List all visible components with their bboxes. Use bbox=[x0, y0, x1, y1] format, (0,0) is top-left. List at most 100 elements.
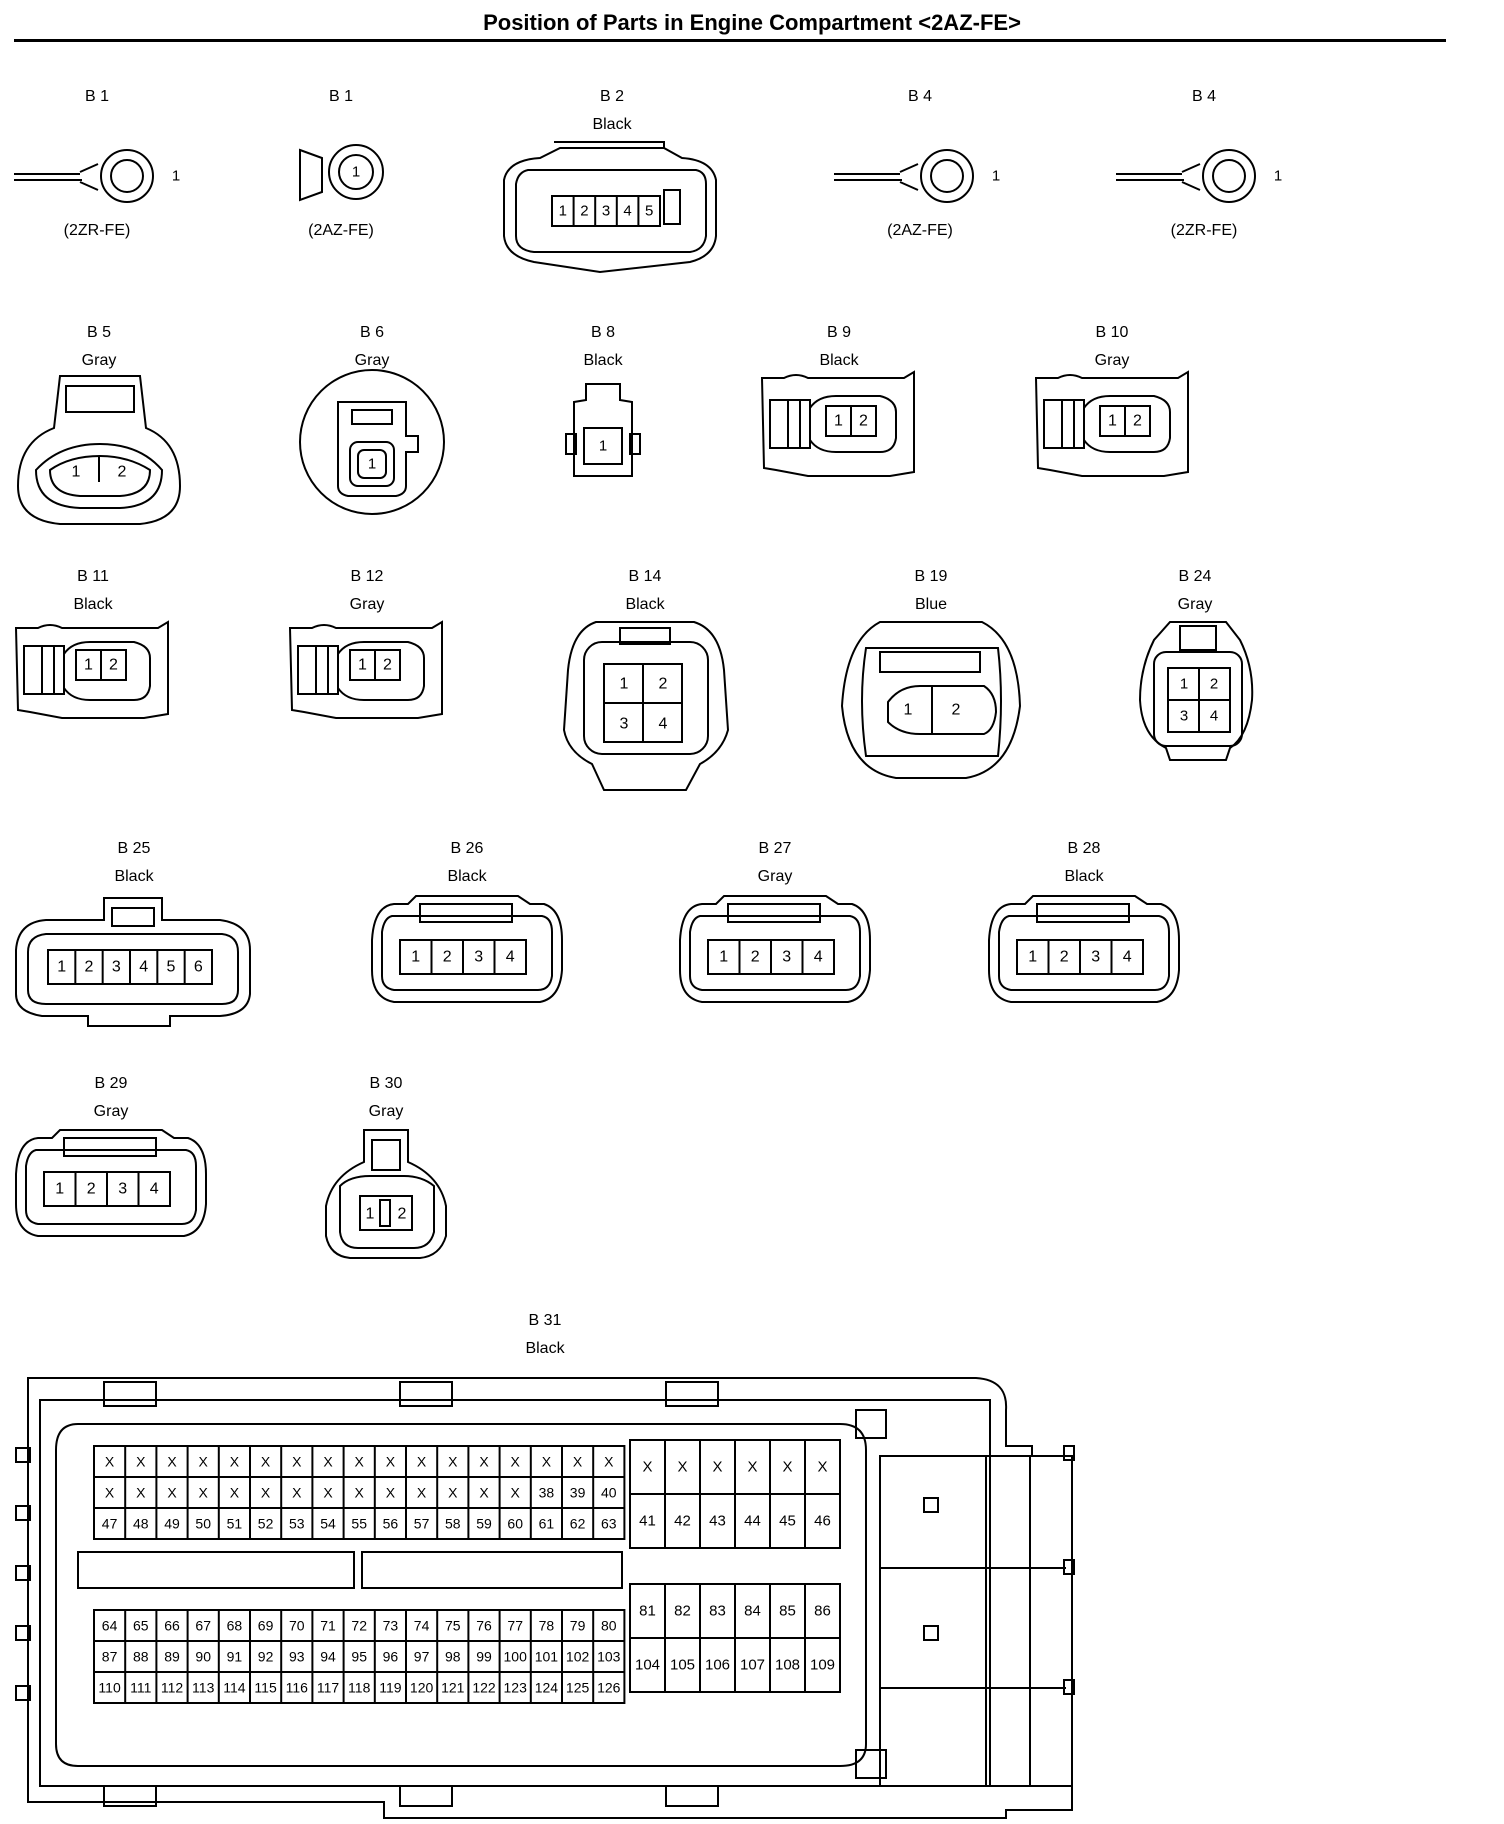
b31-pin-87: 87 bbox=[102, 1649, 118, 1665]
b9-pin-2: 2 bbox=[859, 413, 868, 430]
b31-pin-117: 117 bbox=[317, 1680, 340, 1696]
b31-pin-X: X bbox=[782, 1459, 792, 1476]
b31-pin-45: 45 bbox=[779, 1513, 796, 1530]
b28-pin-3: 3 bbox=[1091, 949, 1100, 966]
b29-pin-3: 3 bbox=[118, 1181, 127, 1198]
b31-pin-75: 75 bbox=[445, 1618, 461, 1634]
b31-pin-64: 64 bbox=[102, 1618, 118, 1634]
b30-pin-2: 2 bbox=[398, 1206, 407, 1223]
b31-pin-44: 44 bbox=[744, 1513, 761, 1530]
connector-b29 bbox=[15, 1129, 207, 1237]
b28-pin-4: 4 bbox=[1123, 949, 1132, 966]
b28-pin-1: 1 bbox=[1028, 949, 1037, 966]
b31-pin-X: X bbox=[292, 1454, 302, 1470]
connector-color-b24: Gray bbox=[1177, 596, 1213, 613]
b24-pin-1: 1 bbox=[1180, 676, 1188, 693]
b31-pin-114: 114 bbox=[223, 1680, 246, 1696]
connector-b11 bbox=[14, 620, 169, 719]
b31-pin-85: 85 bbox=[779, 1603, 796, 1620]
b31-pin-116: 116 bbox=[286, 1680, 309, 1696]
b25-pin-3: 3 bbox=[112, 959, 121, 976]
b31-pin-67: 67 bbox=[195, 1618, 211, 1634]
b31-pin-59: 59 bbox=[476, 1516, 492, 1532]
b27-pin-1: 1 bbox=[719, 949, 728, 966]
b24-pin-4: 4 bbox=[1210, 708, 1218, 725]
connector-label-b12: B 12 bbox=[350, 568, 384, 585]
connector-label-b14: B 14 bbox=[628, 568, 662, 585]
b31-pin-90: 90 bbox=[195, 1649, 211, 1665]
b26-pin-2: 2 bbox=[443, 949, 452, 966]
connector-label-b10: B 10 bbox=[1095, 324, 1129, 341]
b31-pin-X: X bbox=[747, 1459, 757, 1476]
connector-color-b26: Black bbox=[447, 868, 487, 885]
b31-pin-50: 50 bbox=[195, 1516, 211, 1532]
b2-pin-3: 3 bbox=[602, 203, 610, 220]
b31-pin-X: X bbox=[817, 1459, 827, 1476]
b14-pin-3: 3 bbox=[620, 716, 629, 733]
connector-b14 bbox=[562, 621, 730, 791]
b5-pin-2: 2 bbox=[118, 464, 127, 481]
b6-pin-1: 1 bbox=[368, 456, 376, 473]
b31-pin-79: 79 bbox=[570, 1618, 586, 1634]
b25-pin-6: 6 bbox=[194, 959, 203, 976]
b2-pin-2: 2 bbox=[580, 203, 588, 220]
connector-color-b8: Black bbox=[583, 352, 623, 369]
b25-pin-5: 5 bbox=[167, 959, 176, 976]
b31-pin-X: X bbox=[677, 1459, 687, 1476]
b31-pin-53: 53 bbox=[289, 1516, 305, 1532]
b31-pin-74: 74 bbox=[414, 1618, 430, 1634]
b31-pin-62: 62 bbox=[570, 1516, 586, 1532]
connector-color-b27: Gray bbox=[757, 868, 793, 885]
connector-b26 bbox=[371, 895, 563, 1003]
connector-color-b14: Black bbox=[625, 596, 665, 613]
b31-pin-121: 121 bbox=[441, 1680, 465, 1696]
b31-pin-42: 42 bbox=[674, 1513, 691, 1530]
connector-b27 bbox=[679, 895, 871, 1003]
b31-pin-96: 96 bbox=[383, 1649, 399, 1665]
b31-pin-X: X bbox=[386, 1485, 396, 1501]
b19-pin-1: 1 bbox=[904, 702, 913, 719]
connector-b25 bbox=[15, 897, 251, 1027]
b12-pin-1: 1 bbox=[358, 657, 367, 674]
b31-pin-72: 72 bbox=[351, 1618, 367, 1634]
b31-pin-89: 89 bbox=[164, 1649, 180, 1665]
b31-pin-100: 100 bbox=[504, 1649, 528, 1665]
connector-color-b6: Gray bbox=[354, 352, 390, 369]
b31-pin-52: 52 bbox=[258, 1516, 274, 1532]
connector-label-b4-2zr: B 4 bbox=[1191, 88, 1217, 105]
connector-b2 bbox=[503, 141, 717, 274]
b31-pin-51: 51 bbox=[227, 1516, 243, 1532]
b31-pin-X: X bbox=[292, 1485, 302, 1501]
b30-pin-1: 1 bbox=[366, 1206, 375, 1223]
b31-pin-X: X bbox=[417, 1485, 427, 1501]
connector-label-b5: B 5 bbox=[86, 324, 112, 341]
connector-b9 bbox=[760, 370, 915, 477]
b31-pin-108: 108 bbox=[775, 1657, 800, 1674]
connector-b6 bbox=[299, 369, 445, 515]
connector-b31-housing bbox=[15, 1377, 1075, 1819]
b31-pin-104: 104 bbox=[635, 1657, 660, 1674]
b31-left-upper-grid bbox=[93, 1445, 626, 1540]
connector-label-b9: B 9 bbox=[826, 324, 852, 341]
b31-pin-X: X bbox=[604, 1454, 614, 1470]
b31-pin-94: 94 bbox=[320, 1649, 336, 1665]
b31-pin-92: 92 bbox=[258, 1649, 274, 1665]
b31-pin-105: 105 bbox=[670, 1657, 695, 1674]
b31-pin-X: X bbox=[199, 1485, 209, 1501]
b31-pin-110: 110 bbox=[98, 1680, 121, 1696]
b31-pin-54: 54 bbox=[320, 1516, 336, 1532]
b10-pin-1: 1 bbox=[1108, 413, 1117, 430]
b31-pin-77: 77 bbox=[507, 1618, 523, 1634]
b31-pin-40: 40 bbox=[601, 1485, 617, 1501]
b31-pin-88: 88 bbox=[133, 1649, 149, 1665]
b4-2zr-pin-1: 1 bbox=[1274, 168, 1282, 185]
connector-label-b24: B 24 bbox=[1178, 568, 1212, 585]
b31-pin-X: X bbox=[511, 1485, 521, 1501]
b31-pin-60: 60 bbox=[507, 1516, 523, 1532]
b31-pin-84: 84 bbox=[744, 1603, 761, 1620]
b11-pin-2: 2 bbox=[109, 657, 118, 674]
b14-pin-4: 4 bbox=[659, 716, 668, 733]
b31-pin-71: 71 bbox=[320, 1618, 336, 1634]
b27-pin-4: 4 bbox=[814, 949, 823, 966]
